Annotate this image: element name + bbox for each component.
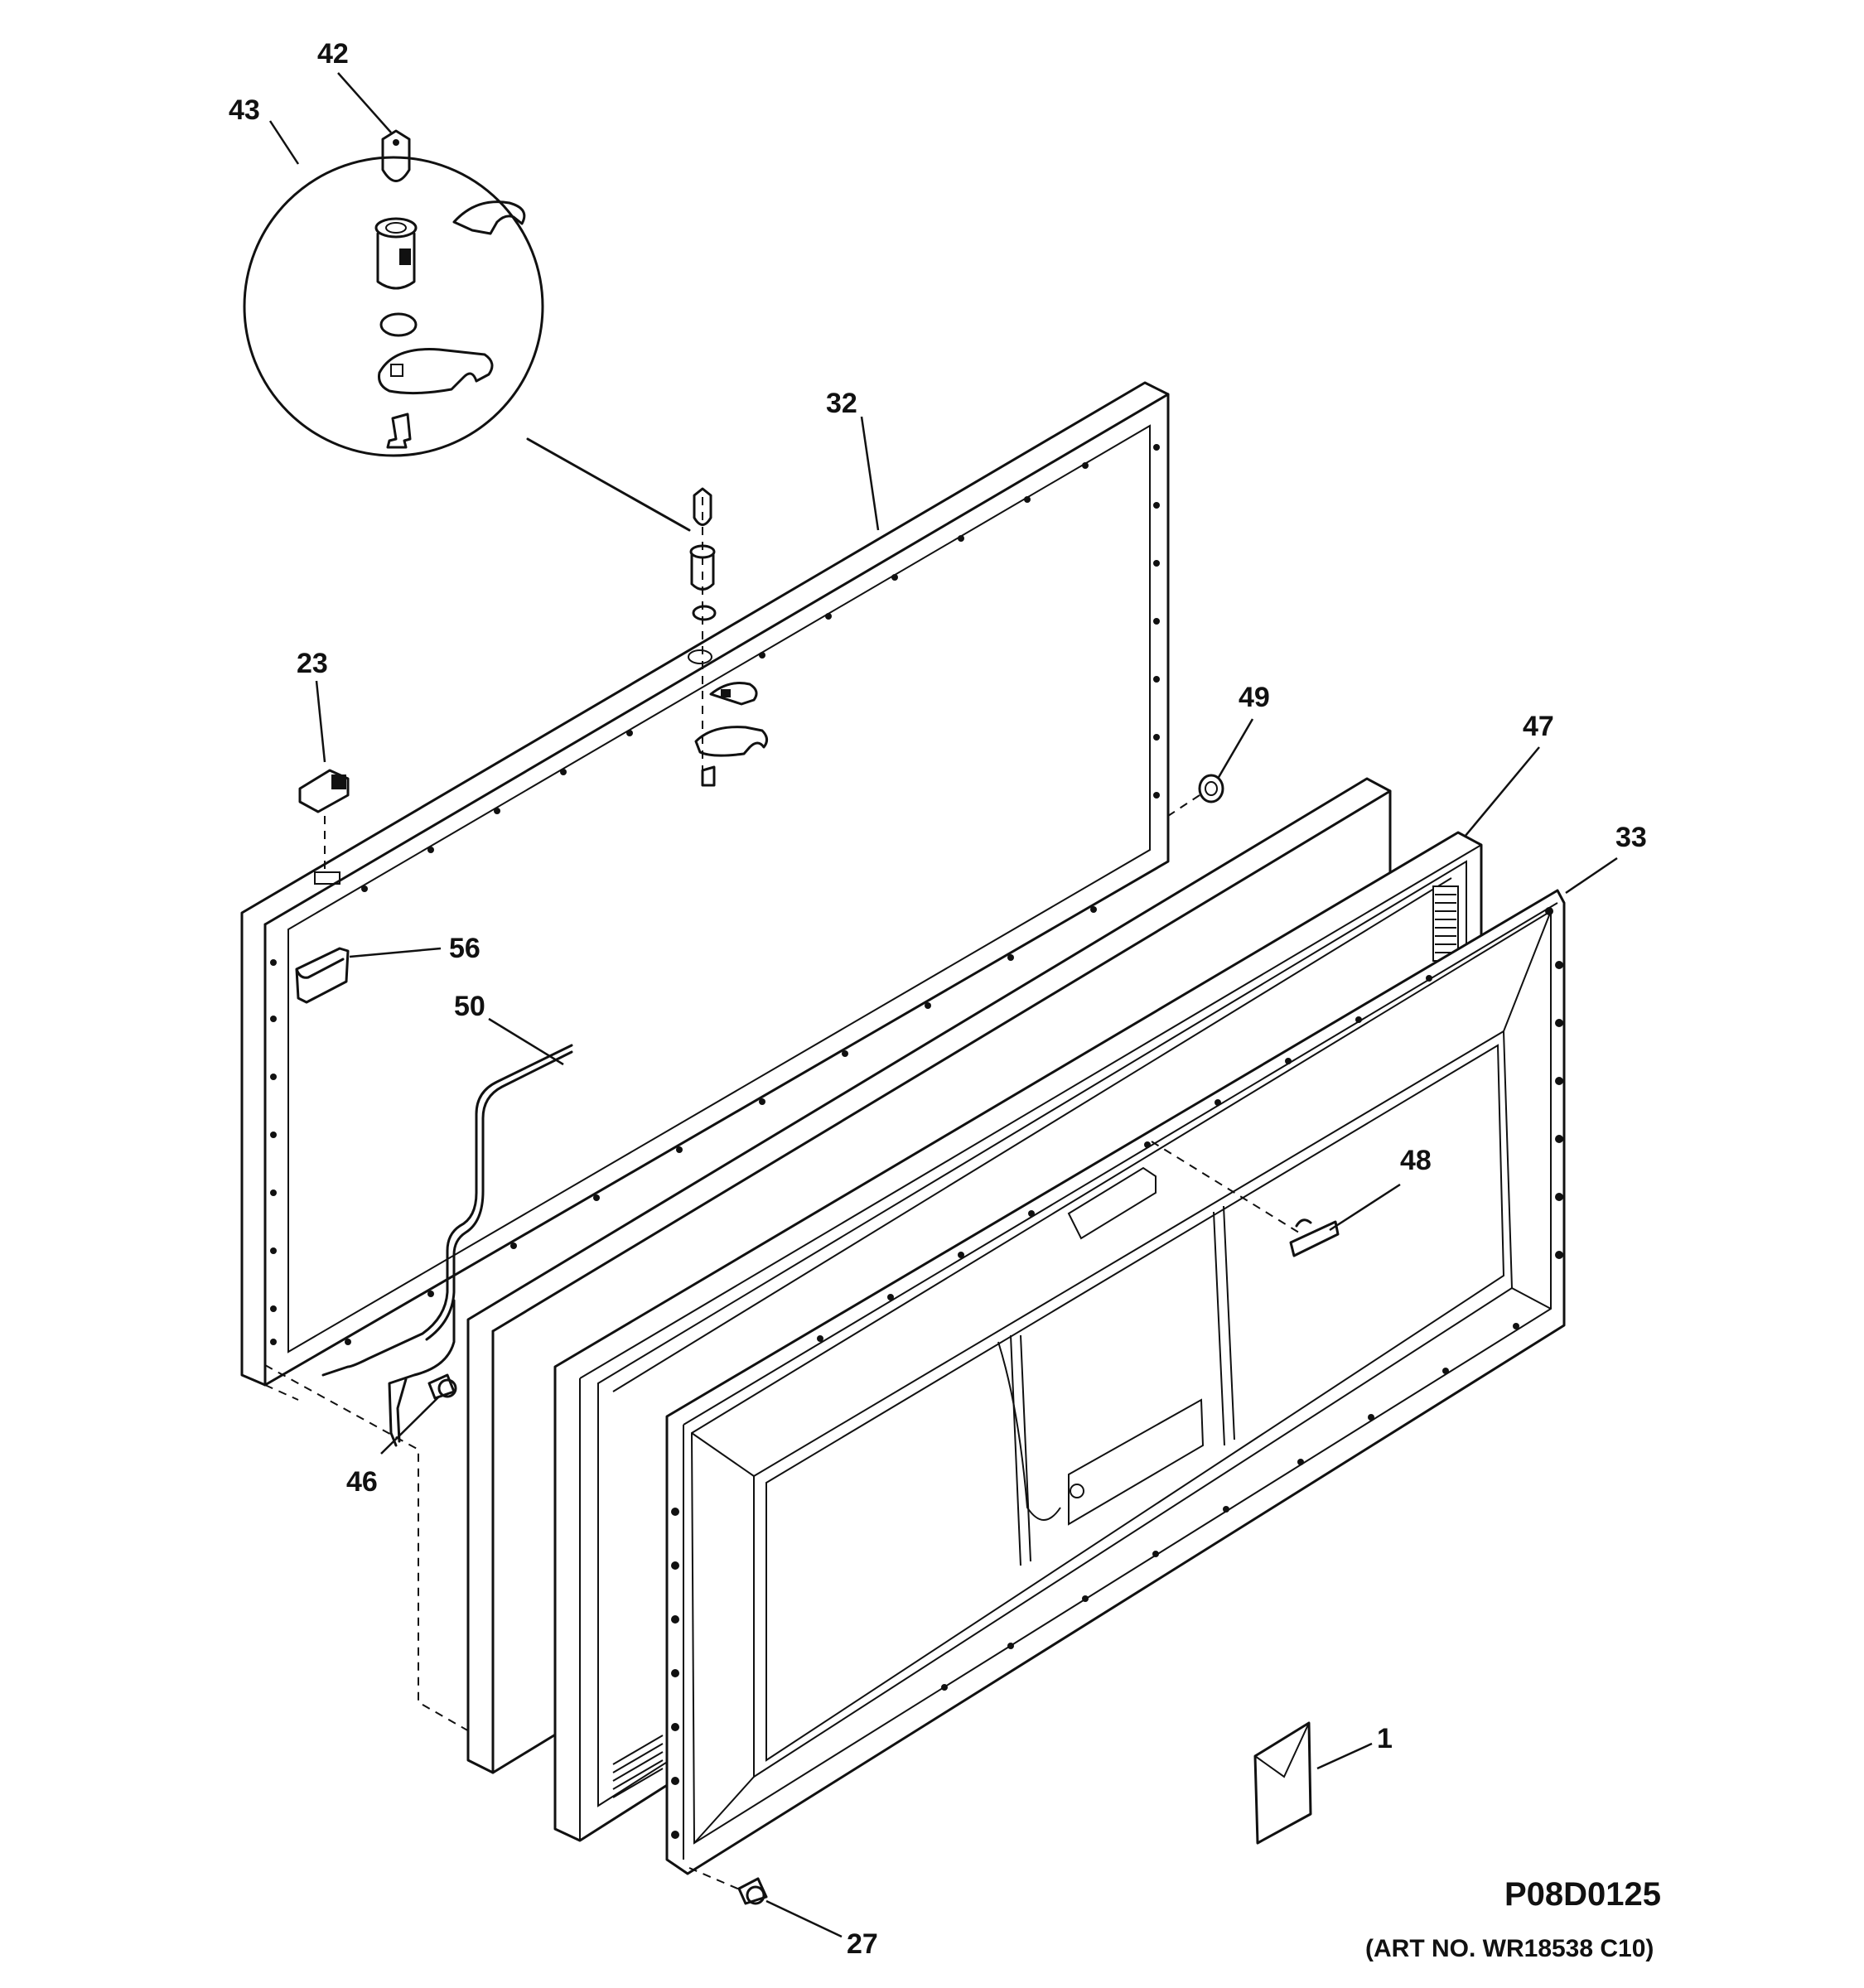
- part-27-screw: [688, 1867, 768, 1905]
- key-part: [381, 129, 411, 182]
- callout-48: 48: [1400, 1145, 1432, 1176]
- callout-1: 1: [1377, 1723, 1393, 1754]
- callout-46: 46: [346, 1466, 378, 1498]
- hidden-line-outline: [264, 1364, 510, 1755]
- callout-27: 27: [847, 1928, 878, 1960]
- detail-leader-line: [526, 437, 691, 532]
- part-49-bumper: [1167, 774, 1224, 817]
- lock-screw-part: [386, 413, 412, 449]
- callout-leaders: [268, 72, 1618, 1938]
- callout-43: 43: [229, 94, 260, 126]
- part-50-wire-tail: [388, 1299, 456, 1447]
- callout-50: 50: [454, 991, 485, 1022]
- lock-assembly-exploded: [689, 487, 768, 787]
- part-46-screw: [427, 1373, 457, 1400]
- retaining-clip-part: [452, 200, 526, 235]
- part-48-latch: [1151, 1141, 1340, 1257]
- part-56-bracket: [295, 947, 350, 1004]
- outer-door-panel: [240, 381, 1170, 1387]
- part-23-plug: [298, 769, 350, 870]
- lock-cam-part: [378, 348, 494, 395]
- callout-32: 32: [826, 388, 857, 419]
- callout-labels: 42 43 32 23 49 47 33 56 50 48 46 1 27: [229, 38, 1647, 1960]
- art-number-label: (ART NO. WR18538 C10): [1365, 1935, 1654, 1962]
- lock-detail-circle: [243, 129, 544, 457]
- inner-door-liner: [665, 889, 1566, 1875]
- callout-23: 23: [297, 648, 328, 679]
- part-50-wire: [321, 1044, 573, 1377]
- callout-56: 56: [449, 933, 480, 964]
- callout-49: 49: [1239, 682, 1270, 713]
- callout-42: 42: [317, 38, 349, 70]
- callout-33: 33: [1615, 822, 1647, 853]
- part-number-label: P08D0125: [1504, 1876, 1661, 1913]
- lock-cylinder-part: [374, 217, 418, 290]
- part-1-envelope: [1253, 1721, 1312, 1845]
- o-ring-part: [379, 312, 418, 337]
- panel-screw-holes: [270, 444, 1160, 1345]
- callout-47: 47: [1523, 711, 1554, 742]
